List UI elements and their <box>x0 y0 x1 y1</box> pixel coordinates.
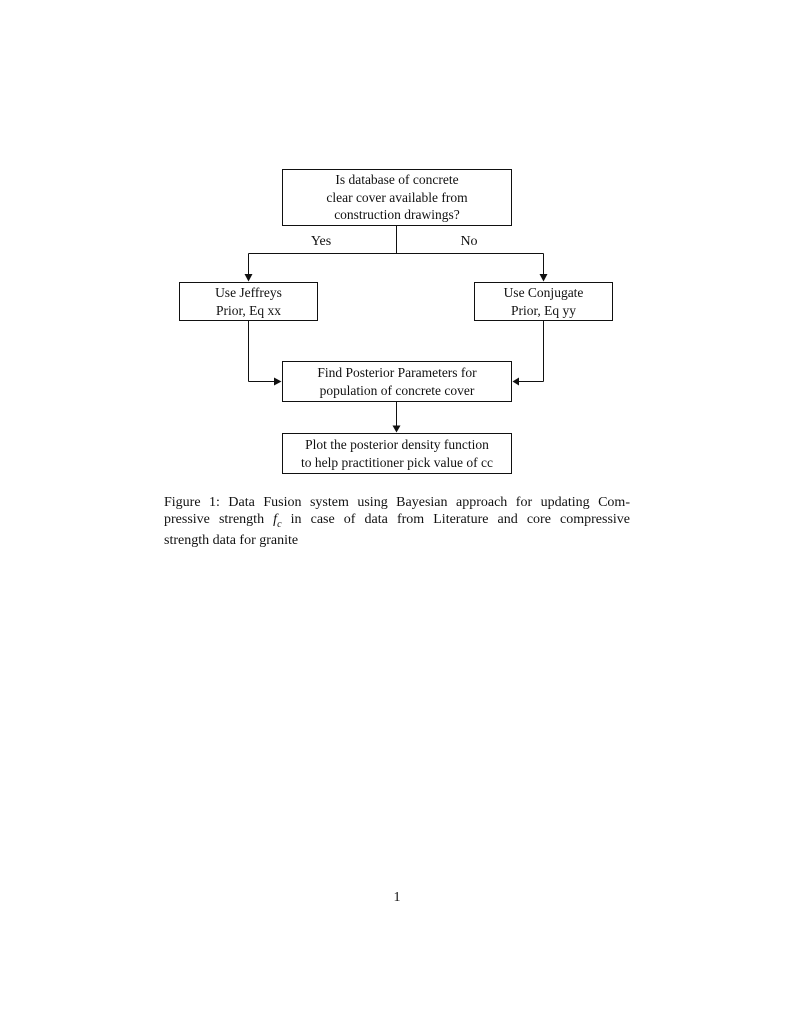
caption-line-3: strength data for granite <box>164 532 299 548</box>
arrowhead-icon <box>512 377 519 386</box>
math-symbol-fc: f <box>273 511 278 527</box>
caption-line-2-rest: in case of data from Literature and core… <box>281 511 630 527</box>
page-number: 1 <box>393 890 401 905</box>
flowchart-edge-label-no: No <box>460 234 478 249</box>
math-subscript-c: c <box>277 518 282 530</box>
arrowhead-icon <box>244 274 253 282</box>
flowchart-node-conjugate-prior: Use Conjugate Prior, Eq yy <box>474 282 613 321</box>
arrowhead-icon <box>274 377 282 386</box>
arrowhead-icon <box>539 274 548 282</box>
caption-line-2-text: pressive strength <box>164 511 274 527</box>
caption-line-2: pressive strength fc in case of data fro… <box>164 512 630 533</box>
caption-line-1: Figure 1: Data Fusion system using Bayes… <box>164 495 630 510</box>
figure-caption: Figure 1: Data Fusion system using Bayes… <box>164 495 630 549</box>
flowchart-node-question: Is database of concrete clear cover avai… <box>282 169 512 226</box>
flowchart-edge-label-yes: Yes <box>310 234 332 249</box>
flowchart-node-jeffreys-prior: Use Jeffreys Prior, Eq xx <box>179 282 318 321</box>
flowchart-node-posterior-parameters: Find Posterior Parameters for population… <box>282 361 512 402</box>
flowchart-node-plot-density: Plot the posterior density function to h… <box>282 433 512 474</box>
arrowhead-icon <box>392 425 401 433</box>
